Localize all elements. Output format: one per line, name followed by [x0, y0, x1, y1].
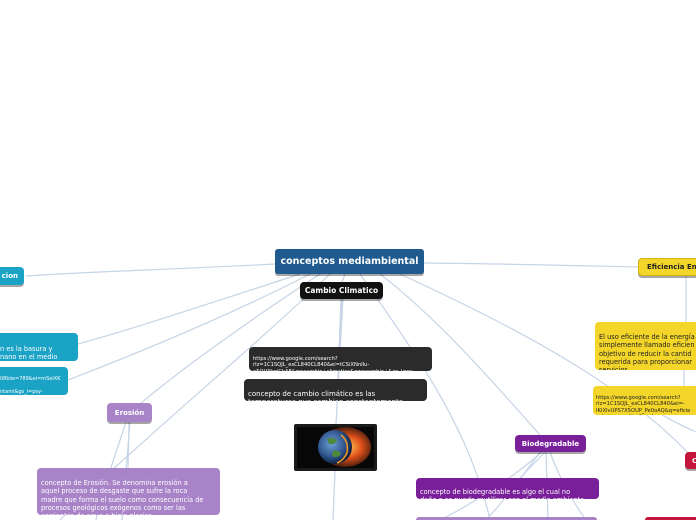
link-central-right	[399, 273, 691, 456]
contaminacion-url-note[interactable]: 08biw=789&ei=mSeiXK ntami&gs_l=psy-	[0, 367, 68, 395]
eficiencia-concepto-text: El uso eficiente de la energía simplemen…	[599, 333, 695, 370]
link-central-leftnote	[77, 273, 301, 345]
erosion-concepto-text: concepto de Erosión. Se denomina erosión…	[41, 479, 204, 515]
topic-eficiencia-label: Eficiencia En	[647, 263, 696, 271]
topic-cambio-climatico-label: Cambio Climatico	[304, 286, 379, 295]
central-topic-label: conceptos mediambiental	[280, 256, 419, 267]
topic-eficiencia-energetica[interactable]: Eficiencia En	[638, 258, 696, 276]
topic-biodegradable-label: Biodegradable	[521, 439, 580, 448]
link-central-left	[25, 263, 277, 277]
biodegradable-note-partial[interactable]	[416, 517, 597, 520]
cambio-concepto-text: concepto de cambio climático es las temp…	[248, 389, 403, 401]
link-central-biodegradable	[379, 273, 541, 436]
erosion-concepto-note[interactable]: concepto de Erosión. Se denomina erosión…	[37, 468, 220, 515]
biodegradable-concepto-text: concepto de biodegradable es algo el cua…	[420, 488, 584, 499]
link-central-erosion	[139, 273, 321, 405]
link-central-lefturl	[67, 273, 311, 381]
cambio-url-text: https://www.google.com/search? rlz=1C1SQ…	[253, 355, 413, 372]
link-central-cambio	[341, 273, 346, 283]
eficiencia-url-note[interactable]: https://www.google.com/search? rlz=1C1SQ…	[593, 386, 696, 415]
topic-erosion[interactable]: Erosión	[107, 403, 152, 422]
topic-contaminacion-label: cion	[1, 272, 18, 280]
cambio-concepto-note[interactable]: concepto de cambio climático es las temp…	[244, 379, 427, 401]
earth-climate-image[interactable]	[294, 424, 377, 471]
biodegradable-concepto-note[interactable]: concepto de biodegradable es algo el cua…	[416, 478, 599, 499]
eficiencia-concepto-note[interactable]: El uso eficiente de la energía simplemen…	[595, 322, 696, 370]
contaminacion-url-text: 08biw=789&ei=mSeiXK ntami&gs_l=psy-	[0, 376, 61, 395]
contaminacion-concepto-note[interactable]: n es la basura y nano en el medio	[0, 333, 78, 361]
topic-biodegradable[interactable]: Biodegradable	[515, 435, 586, 452]
earth-icon	[297, 427, 374, 468]
link-central-eficiencia	[423, 262, 641, 268]
bottom-right-red-partial[interactable]	[645, 517, 696, 520]
topic-cambio-climatico[interactable]: Cambio Climatico	[300, 282, 383, 299]
eficiencia-url-text: https://www.google.com/search? rlz=1C1SQ…	[596, 394, 691, 416]
central-topic[interactable]: conceptos mediambiental	[275, 249, 424, 274]
link-image-down	[332, 469, 336, 520]
topic-right-partial[interactable]: C	[685, 452, 696, 469]
topic-right-partial-label: C	[692, 456, 696, 465]
topic-contaminacion-partial[interactable]: cion	[0, 267, 24, 285]
contaminacion-concepto-text: n es la basura y nano en el medio	[0, 344, 58, 361]
cambio-url-note[interactable]: https://www.google.com/search? rlz=1C1SQ…	[249, 347, 432, 371]
topic-erosion-label: Erosión	[114, 408, 145, 417]
